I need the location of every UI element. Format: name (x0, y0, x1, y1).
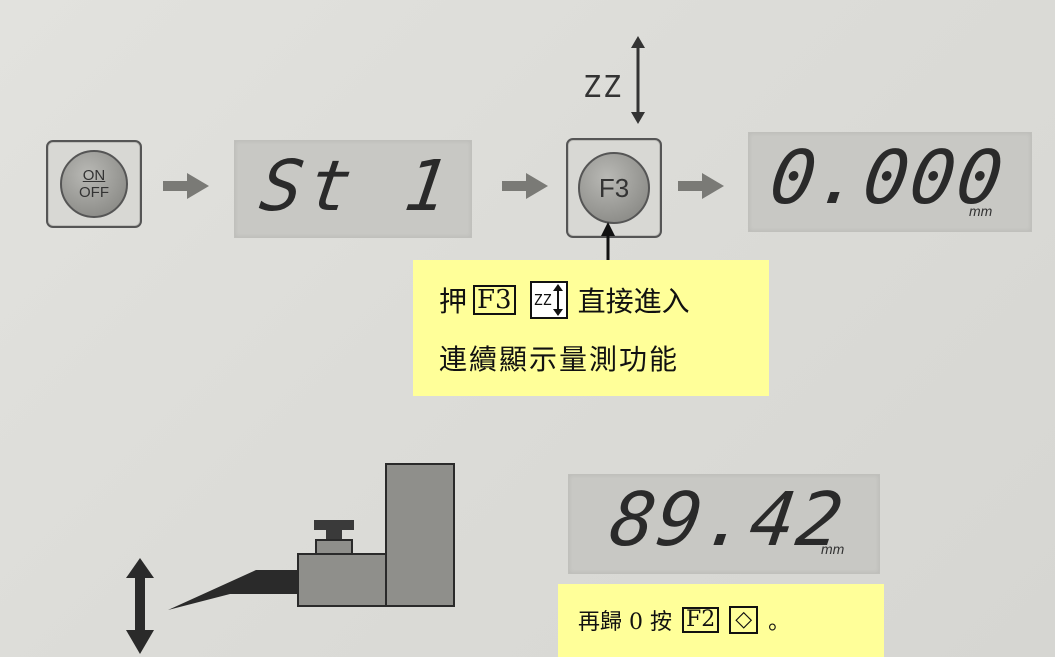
on-off-button-frame: ON OFF (46, 140, 142, 228)
on-off-button: ON OFF (60, 150, 128, 218)
probe-block-diagram (126, 463, 455, 654)
pointer-arrow-icon (601, 222, 615, 274)
off-label: OFF (79, 184, 109, 201)
lcd-zero-unit: mm (969, 203, 993, 219)
f3-button: F3 (578, 152, 650, 224)
note1-line1: 押 F3 ZZ 直接進入 (439, 280, 690, 320)
note2-f2-key: F2 (681, 607, 720, 633)
note1-f3-key: F3 (473, 285, 516, 315)
lcd-reading-value: 89.42 (604, 477, 850, 563)
lcd-reading-unit: mm (821, 541, 845, 557)
f3-button-frame: F3 (566, 138, 662, 238)
lcd-st1-text: St 1 (255, 145, 460, 227)
right-arrow-icon (502, 173, 548, 199)
note1-suffix: 直接進入 (577, 285, 690, 318)
diamond-icon: ◇ (729, 606, 759, 634)
zz-icon: ZZ (529, 281, 568, 319)
note2-line: 再歸 0 按 F2 ◇ 。 (578, 604, 790, 636)
note-f2-instruction: 再歸 0 按 F2 ◇ 。 (558, 584, 884, 657)
up-down-arrow-icon (631, 36, 645, 124)
f3-label: F3 (598, 172, 630, 203)
lcd-st1-display: St 1 (234, 140, 472, 238)
lcd-reading-display: 89.42 mm (568, 474, 880, 574)
note2-prefix: 再歸 0 按 (578, 610, 672, 635)
zz-label: ZZ (583, 70, 624, 105)
on-label: ON (82, 167, 106, 184)
right-arrow-icon (678, 173, 724, 199)
note1-prefix: 押 (439, 285, 468, 318)
note2-suffix: 。 (768, 610, 791, 635)
lcd-zero-display: 0.000 mm (748, 132, 1032, 232)
up-down-arrow-icon (552, 284, 563, 316)
note1-line2: 連續顯示量測功能 (439, 343, 680, 376)
right-arrow-icon (163, 173, 209, 199)
note-f3-instruction: 押 F3 ZZ 直接進入 連續顯示量測功能 (413, 260, 769, 396)
